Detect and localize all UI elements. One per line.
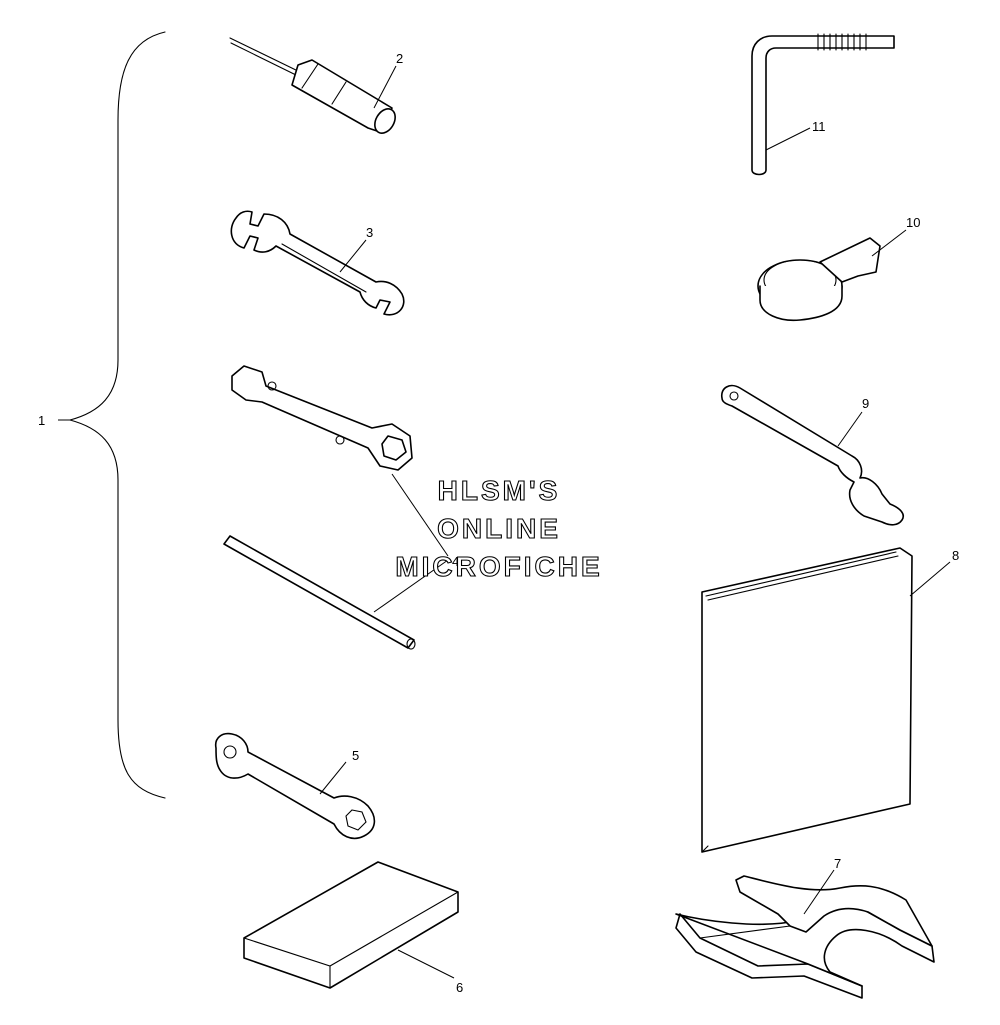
leader-lines (58, 65, 951, 979)
callout-2: 2 (396, 51, 403, 66)
strap-roll-part (757, 237, 881, 322)
leader-4b (373, 559, 449, 613)
leader-5 (319, 761, 347, 795)
callout-9: 9 (862, 396, 869, 411)
hex-key-part (751, 33, 895, 176)
watermark-line-3: MICROFICHE (395, 551, 602, 582)
callout-8: 8 (952, 548, 959, 563)
callout-4: 4 (452, 554, 459, 569)
callout-labels: 1 2 3 4 5 6 7 8 9 10 11 (38, 51, 959, 995)
callout-3: 3 (366, 225, 373, 240)
screwdriver-part (229, 37, 396, 134)
watermark: HLSM'S ONLINE MICROFICHE (395, 474, 602, 582)
leader-3 (339, 239, 367, 273)
owners-manual-part (701, 547, 913, 853)
leader-9 (837, 411, 863, 447)
watermark-line-2: ONLINE (437, 513, 561, 544)
leader-4a (391, 473, 449, 557)
group-brace (67, 31, 166, 799)
leader-8 (909, 561, 951, 597)
leader-10 (871, 229, 907, 257)
callout-10: 10 (906, 215, 920, 230)
callout-7: 7 (834, 856, 841, 871)
callout-11: 11 (812, 119, 826, 134)
tommy-bar-part (223, 535, 416, 650)
open-end-wrench-part (230, 210, 405, 316)
leader-7 (803, 869, 835, 915)
callout-5: 5 (352, 748, 359, 763)
fork-tool-part (675, 875, 935, 999)
box-wrench-part (231, 365, 413, 471)
spanner-wrench-part (720, 384, 905, 526)
leader-11 (765, 127, 811, 151)
combination-wrench-part (214, 732, 376, 840)
tool-pouch-part (243, 861, 459, 989)
leader-2 (373, 65, 397, 109)
callout-6: 6 (456, 980, 463, 995)
leader-6 (397, 949, 455, 979)
watermark-line-1: HLSM'S (438, 475, 561, 506)
callout-1: 1 (38, 413, 45, 428)
